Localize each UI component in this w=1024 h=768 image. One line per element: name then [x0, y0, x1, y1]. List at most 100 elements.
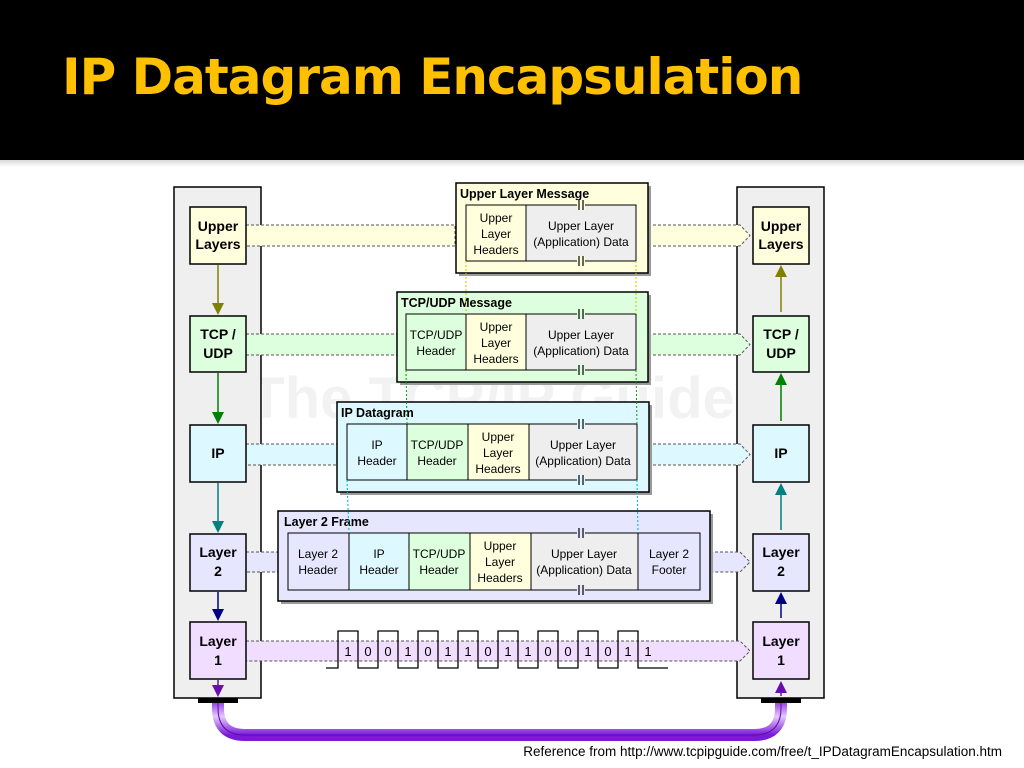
svg-text:Headers: Headers [475, 462, 520, 476]
reference-link[interactable]: Reference from http://www.tcpipguide.com… [523, 744, 1002, 759]
svg-text:Layer: Layer [483, 446, 513, 460]
bit-label: 1 [504, 644, 511, 659]
svg-text:(Application) Data: (Application) Data [535, 454, 631, 468]
layer2-frame-box: Layer 2 Frame Layer 2 Header IP Header T… [277, 510, 711, 602]
left-ip-box: IP [189, 424, 247, 483]
break-marker [577, 528, 585, 595]
svg-text:IP: IP [371, 438, 382, 452]
svg-text:Layer: Layer [199, 544, 237, 560]
ip-box-title: IP Datagram [341, 406, 414, 420]
svg-text:TCP/UDP: TCP/UDP [411, 438, 464, 452]
svg-text:Layer: Layer [199, 633, 237, 649]
svg-text:Layer: Layer [481, 336, 511, 350]
svg-text:Layer 2: Layer 2 [649, 547, 689, 561]
svg-text:Upper: Upper [761, 218, 802, 234]
flow-arrow-tcp-right [647, 333, 751, 356]
upper-box-title: Upper Layer Message [460, 187, 589, 201]
svg-text:1: 1 [777, 652, 785, 668]
slide-title: IP Datagram Encapsulation [62, 48, 803, 106]
svg-text:Upper Layer: Upper Layer [551, 547, 617, 561]
bit-label: 1 [404, 644, 411, 659]
left-upper-layers-box: Upper Layers [189, 206, 247, 265]
l2-box-title: Layer 2 Frame [284, 515, 369, 529]
title-divider [0, 160, 1024, 167]
svg-text:Header: Header [417, 454, 456, 468]
bit-label: 1 [584, 644, 591, 659]
svg-text:Layers: Layers [758, 236, 803, 252]
svg-text:(Application) Data: (Application) Data [533, 344, 629, 358]
right-upper-layers-box: Upper Layers [752, 206, 810, 265]
bit-label: 0 [604, 644, 611, 659]
flow-arrow-upper-right [647, 224, 751, 247]
bit-label: 1 [444, 644, 451, 659]
svg-text:Layers: Layers [195, 236, 240, 252]
ip-datagram-box: IP Datagram IP Header TCP/UDP Header Upp… [336, 401, 650, 493]
svg-text:Headers: Headers [477, 571, 522, 585]
svg-text:Header: Header [359, 563, 398, 577]
flow-arrow-tcp-left [245, 333, 398, 356]
bit-label: 0 [564, 644, 571, 659]
bit-label: 0 [364, 644, 371, 659]
bit-label: 1 [464, 644, 471, 659]
svg-text:IP: IP [211, 445, 224, 461]
svg-text:1: 1 [214, 652, 222, 668]
svg-text:IP: IP [373, 547, 384, 561]
right-stack: Upper Layers TCP / UDP IP Layer 2 Layer … [752, 206, 810, 680]
right-connector [761, 698, 801, 703]
left-connector [198, 698, 238, 703]
svg-text:2: 2 [777, 563, 785, 579]
left-stack: Upper Layers TCP / UDP IP Layer 2 Layer … [189, 206, 247, 680]
flow-arrow-upper-left [245, 224, 456, 247]
correspondence-lines [346, 261, 639, 534]
network-cable-outline [217, 698, 782, 736]
svg-text:Upper: Upper [482, 430, 515, 444]
svg-text:TCP /: TCP / [763, 326, 799, 342]
bit-label: 1 [344, 644, 351, 659]
svg-text:Upper: Upper [198, 218, 239, 234]
bit-label: 1 [624, 644, 631, 659]
svg-text:Footer: Footer [652, 563, 687, 577]
flow-arrow-ip-left [245, 443, 339, 466]
svg-text:TCP /: TCP / [200, 326, 236, 342]
svg-text:Upper Layer: Upper Layer [550, 438, 616, 452]
svg-text:2: 2 [214, 563, 222, 579]
svg-text:Layer 2: Layer 2 [298, 547, 338, 561]
svg-text:Headers: Headers [473, 243, 518, 257]
svg-text:Upper: Upper [484, 539, 517, 553]
svg-text:Header: Header [357, 454, 396, 468]
svg-text:Upper Layer: Upper Layer [548, 328, 614, 342]
svg-text:Header: Header [419, 563, 458, 577]
right-layer2-box: Layer 2 [752, 533, 810, 592]
right-tcp-udp-box: TCP / UDP [752, 315, 810, 373]
svg-text:Header: Header [298, 563, 337, 577]
bit-label: 0 [384, 644, 391, 659]
flow-arrow-ip-right [647, 443, 751, 466]
svg-text:UDP: UDP [766, 345, 796, 361]
svg-text:TCP/UDP: TCP/UDP [410, 328, 463, 342]
svg-text:UDP: UDP [203, 345, 233, 361]
svg-text:Upper: Upper [480, 320, 513, 334]
svg-text:(Application) Data: (Application) Data [536, 563, 632, 577]
upper-layer-message-box: Upper Layer Message Upper Layer Headers … [455, 182, 649, 274]
right-layer1-box: Layer 1 [752, 621, 810, 680]
break-marker [577, 419, 585, 485]
flow-arrow-l2-left [245, 551, 279, 573]
tcp-box-title: TCP/UDP Message [401, 296, 512, 310]
svg-text:Layer: Layer [762, 633, 800, 649]
svg-text:Upper Layer: Upper Layer [548, 219, 614, 233]
network-cable [212, 698, 787, 741]
left-layer2-box: Layer 2 [189, 533, 247, 592]
data-break-markers [577, 200, 585, 595]
bit-label: 0 [484, 644, 491, 659]
left-tcp-udp-box: TCP / UDP [189, 315, 247, 373]
title-bar [0, 0, 1024, 160]
layer-arrows [212, 265, 787, 697]
break-marker [577, 200, 585, 266]
bit-label: 1 [524, 644, 531, 659]
svg-text:Header: Header [416, 344, 455, 358]
svg-text:TCP/UDP: TCP/UDP [413, 547, 466, 561]
svg-text:(Application) Data: (Application) Data [533, 235, 629, 249]
right-ip-box: IP [752, 424, 810, 483]
